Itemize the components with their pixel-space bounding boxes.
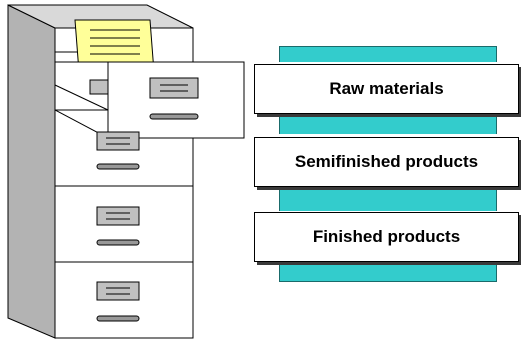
drawer-handle [149, 113, 199, 120]
teal-band-bottom [279, 262, 497, 282]
drawer-2 [96, 131, 140, 170]
cabinet-side-panel [7, 4, 56, 339]
open-drawer-front [107, 61, 245, 139]
category-label: Finished products [312, 227, 461, 246]
category-box-semifinished-products: Semifinished products [254, 137, 519, 187]
category-box-finished-products: Finished products [254, 212, 519, 262]
category-label: Semifinished products [294, 152, 479, 171]
category-label: Raw materials [329, 79, 444, 98]
drawer-3 [96, 206, 140, 246]
teal-band-mid-1 [279, 112, 497, 134]
drawer-label-icon [149, 77, 199, 99]
category-box-raw-materials: Raw materials [254, 64, 519, 114]
teal-band-mid-2 [279, 185, 497, 211]
teal-band-top [279, 46, 497, 62]
drawer-4 [96, 281, 140, 322]
